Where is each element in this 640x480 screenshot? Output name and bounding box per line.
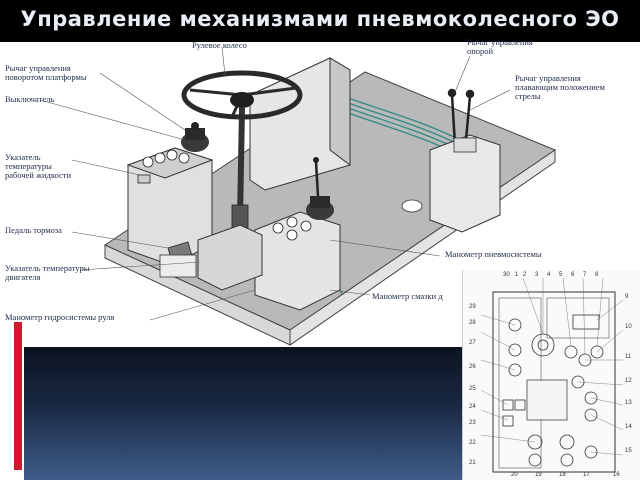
left-joystick bbox=[181, 122, 209, 152]
inset-callout-number: 25 bbox=[469, 386, 476, 392]
inset-callout-number: 15 bbox=[625, 448, 632, 454]
inset-callout-number: 7 bbox=[583, 272, 587, 278]
content-panel bbox=[24, 347, 480, 480]
inset-callout-number: 19 bbox=[535, 472, 542, 478]
label-boom-lever: Рычаг управления плавающим положением ст… bbox=[515, 73, 605, 101]
inset-callout-number: 28 bbox=[469, 320, 476, 326]
inset-callout-number: 18 bbox=[559, 472, 566, 478]
label-support-lever: Рычаг управления опорой bbox=[467, 37, 533, 56]
inset-callout-number: 27 bbox=[469, 340, 476, 346]
inset-callout-number: 23 bbox=[469, 420, 476, 426]
accent-stripe-white bbox=[22, 322, 24, 470]
right-levers bbox=[447, 88, 475, 146]
floor-hatch bbox=[401, 199, 423, 213]
inset-callout-number: 11 bbox=[625, 354, 632, 360]
center-joystick bbox=[306, 157, 334, 220]
inset-callout-number: 2 bbox=[523, 272, 527, 278]
label-steering-wheel: Рулевое колесо bbox=[192, 40, 247, 50]
inset-callout-number: 8 bbox=[595, 272, 599, 278]
steering-wheel bbox=[181, 70, 303, 120]
label-steering-gauge: Манометр гидросистемы руля bbox=[5, 312, 115, 322]
inset-callout-number: 22 bbox=[469, 440, 476, 446]
label-engine-temp: Указатель температуры двигателя bbox=[5, 263, 90, 282]
inset-callout-number: 16 bbox=[613, 472, 620, 478]
label-brake-pedal: Педаль тормоза bbox=[5, 225, 62, 235]
left-console-gauges bbox=[137, 149, 190, 184]
right-console bbox=[429, 134, 501, 233]
inset-callout-number: 26 bbox=[469, 364, 476, 370]
inset-callout-number: 20 bbox=[511, 472, 518, 478]
inset-callout-number: 14 bbox=[625, 424, 632, 430]
inset-callout-number: 10 bbox=[625, 324, 632, 330]
pedestal bbox=[197, 224, 263, 291]
inset-callout-number: 5 bbox=[559, 272, 563, 278]
inset-callout-number: 17 bbox=[583, 472, 590, 478]
inset-callout-number: 21 bbox=[469, 460, 476, 466]
leader-lines bbox=[39, 46, 511, 321]
label-platform-lever: Рычаг управления поворотом платформы bbox=[5, 63, 87, 82]
label-switch: Выключатель bbox=[5, 94, 55, 104]
inset-callout-number: 13 bbox=[625, 400, 632, 406]
accent-stripe bbox=[14, 322, 22, 470]
steering-column bbox=[237, 107, 245, 221]
inset-callout-number: 4 bbox=[547, 272, 551, 278]
front-console-gauges bbox=[272, 216, 312, 241]
inset-callout-number: 29 bbox=[469, 304, 476, 310]
label-fluid-temp: Указатель температуры рабочей жидкости bbox=[5, 152, 72, 180]
inset-callout-number: 6 bbox=[571, 272, 575, 278]
inset-callout-number: 1 bbox=[515, 272, 519, 278]
inset-callout-number: 30 bbox=[503, 272, 510, 278]
label-pneumo-gauge: Манометр пневмосистемы bbox=[445, 249, 542, 259]
inset-callout-number: 9 bbox=[625, 294, 629, 300]
title-bar: Управление механизмами пневмоколесного Э… bbox=[0, 0, 640, 42]
front-console bbox=[254, 211, 341, 311]
inset-callout-number: 24 bbox=[469, 404, 476, 410]
inset-callout-number: 3 bbox=[535, 272, 539, 278]
label-lube-gauge: Манометр смазки д bbox=[372, 291, 443, 301]
page-title: Управление механизмами пневмоколесного Э… bbox=[20, 7, 620, 31]
inset-callout-number: 12 bbox=[625, 378, 632, 384]
